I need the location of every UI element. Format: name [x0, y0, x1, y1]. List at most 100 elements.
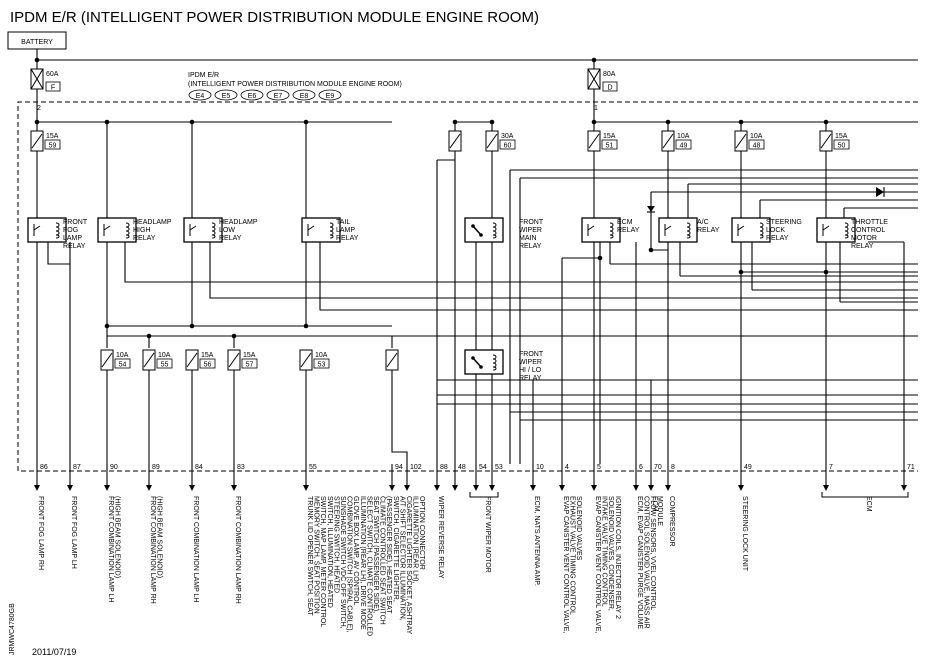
connector-oval: [266, 89, 290, 101]
output-label: COMPRESSOR: [668, 496, 675, 547]
relay-coil: [55, 222, 60, 239]
fuse-element: [588, 133, 600, 149]
output-label-line: EXHAUST VALVE TIMING CONTROL: [569, 496, 576, 615]
output-label-line: SEAT SWITCH (PASSENGER SIDE),: [372, 496, 379, 613]
output-label-line: FRONT COMBINATION LAMP LH: [107, 496, 114, 603]
module-boundary: [17, 101, 918, 472]
fuse-number: 56: [204, 362, 212, 369]
fuse-number-box: [675, 139, 692, 150]
output-label: EVAP CANISTER VENT CONTROL VALVE,EXHAUST…: [562, 496, 582, 633]
output-label-line: GLOVE BOX LAMP, AV CONTROL: [352, 496, 359, 606]
fuse-rating: 80A: [603, 71, 616, 78]
output-label-line: COMPRESSOR: [668, 496, 675, 547]
relay-label: RELAY: [697, 227, 720, 234]
connector-label: E5: [222, 93, 231, 100]
relay-coil: [759, 222, 764, 239]
output-label-line: OPTION CONNECTOR: [418, 496, 425, 570]
relay-label: RELAY: [133, 235, 156, 242]
terminal-arrow: [67, 485, 73, 491]
fuse-rating: 60A: [46, 71, 59, 78]
connector-oval: [292, 89, 316, 101]
fuse-number: 59: [49, 143, 57, 150]
relay-switch: [664, 224, 672, 236]
output-label-line: FRONT COMBINATION LAMP RH: [234, 496, 241, 604]
relay-coil: [125, 222, 130, 239]
bracket: [821, 492, 909, 498]
relay-label: LOW: [219, 227, 235, 234]
relay-switch: [103, 224, 111, 236]
fuse-number: 53: [318, 362, 326, 369]
terminal-number: 102: [410, 464, 422, 471]
diode-arrow: [876, 187, 884, 197]
terminal-number: 90: [110, 464, 118, 471]
fuse-number-box: [199, 358, 216, 369]
terminal-number: 7: [829, 464, 833, 471]
relay-box: [816, 217, 856, 243]
fuse-number-box: [114, 358, 131, 369]
connector-badge: E8: [292, 89, 316, 101]
junction-dot: [452, 119, 458, 125]
relay-label: RELAY: [519, 375, 542, 382]
main-fuse-60a: 60A: [30, 68, 59, 90]
connector-label: E8: [300, 93, 309, 100]
fuse-number-box: [601, 139, 618, 150]
output-label-line: INTAKE VALVE TIMING CONTROL: [601, 496, 608, 607]
relay-label: WIPER: [519, 227, 542, 234]
junction-dot: [189, 119, 195, 125]
junction-dot: [104, 323, 110, 329]
fuse-rating: 10A: [750, 133, 763, 140]
fuse-element: [820, 133, 832, 149]
relay-label: LAMP: [336, 227, 355, 234]
terminal-number: 70: [654, 464, 662, 471]
relay-coil: [329, 222, 334, 239]
fuse-number: 55: [161, 362, 169, 369]
output-label-line: ECM: [865, 496, 872, 512]
terminal-arrow: [231, 485, 237, 491]
output-label: FRONT COMBINATION LAMP LH(HIGH BEAM SOLE…: [107, 496, 121, 603]
terminal-number: 88: [440, 464, 448, 471]
terminal-number: 10: [536, 464, 544, 471]
terminal-arrow: [146, 485, 152, 491]
fuse-element: [486, 133, 498, 149]
output-label: FRONT COMBINATION LAMP LH: [192, 496, 199, 603]
relay-label: FOG: [63, 227, 78, 234]
fuse-unmarked: [448, 130, 462, 152]
output-label-line: FRONT FOG LAMP LH: [70, 496, 77, 569]
fuse-rating: 10A: [116, 352, 129, 359]
battery-label: BATTERY: [21, 39, 53, 46]
relay-label: RELAY: [519, 243, 542, 250]
relay-coil: [686, 222, 691, 239]
terminal-number: 1: [594, 105, 598, 112]
junction-dot: [303, 119, 309, 125]
output-label-line: CIGARETTE LIGHTER SOCKET, ASHTRAY: [405, 496, 412, 635]
fuse-element: [186, 352, 198, 368]
output-label-line: STEERING SWITCH, HEATED: [332, 496, 339, 593]
fuse-element: [449, 133, 461, 149]
relay-label: FRONT: [519, 351, 544, 358]
junction-dot: [34, 119, 40, 125]
output-label-line: SWITCH, MAP LAMP, METER CONTROL: [319, 496, 326, 627]
connector-label: E7: [274, 93, 283, 100]
terminal-number: 48: [458, 464, 466, 471]
junction-dot: [489, 119, 495, 125]
fuse-number: 49: [680, 143, 688, 150]
output-label-line: (HIGH BEAM SOLENOID): [156, 496, 163, 578]
junction-dot: [738, 119, 744, 125]
relay-switch: [587, 224, 595, 236]
output-label: FRONT FOG LAMP LH: [70, 496, 77, 569]
output-label-line: (PASSENGER SIDE), HEATED SEAT: [385, 496, 392, 614]
output-label-line: ILLUMINATION (REAR LH), DRIVE MODE: [359, 496, 366, 630]
relay-label: STEERING: [766, 219, 802, 226]
relay-label: LAMP: [63, 235, 82, 242]
terminal-arrow: [189, 485, 195, 491]
junction-dot: [189, 323, 195, 329]
